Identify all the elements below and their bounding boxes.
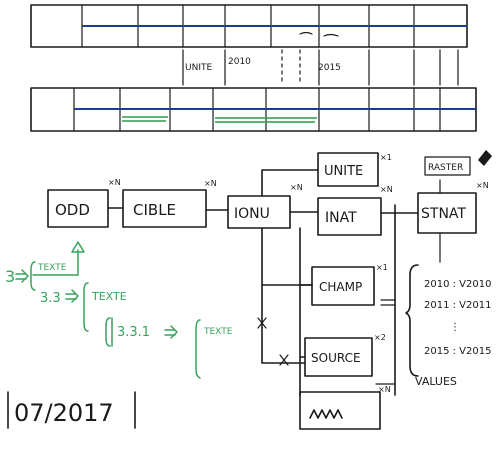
legend-hierarchy: 3 TEXTE 3.3 TEXTE 3.3.1 TEXTE <box>5 241 233 379</box>
entity-cible-mult: ×N <box>204 179 217 188</box>
entity-stnat-label: STNAT <box>421 206 466 222</box>
entity-wave-mult: ×N <box>378 385 391 394</box>
entity-odd: ODD ×N <box>47 178 121 228</box>
entity-source-mult: ×2 <box>374 333 386 342</box>
values-item-2: 2011 : V2011 <box>424 300 491 311</box>
timeline-label-2015: 2015 <box>318 63 341 73</box>
entity-inat: INAT ×N <box>317 185 393 236</box>
rasterized-note: RASTER <box>424 150 492 176</box>
connectors <box>107 169 441 396</box>
entity-ionu-label: IONU <box>234 206 270 222</box>
entity-odd-mult: ×N <box>108 178 121 187</box>
entity-inat-mult: ×N <box>380 185 393 194</box>
entity-cible: CIBLE ×N <box>122 179 217 228</box>
legend-level1-num: 3 <box>5 267 15 286</box>
values-label: VALUES <box>415 375 457 388</box>
timeline-top-strip <box>30 4 468 48</box>
legend-level2-text: TEXTE <box>91 290 127 303</box>
date-text: 07/2017 <box>14 399 114 427</box>
legend-level3-num: 3.3.1 <box>117 325 150 340</box>
entity-champ: CHAMP ×1 <box>311 263 388 306</box>
entity-ionu: IONU ×N <box>227 183 303 229</box>
entity-ionu-mult: ×N <box>290 183 303 192</box>
timeline-label-2010: 2010 <box>228 57 251 67</box>
entity-source: SOURCE ×2 <box>304 333 386 377</box>
entity-inat-label: INAT <box>325 210 357 226</box>
timeline-bottom-strip <box>30 87 477 132</box>
legend-level2-num: 3.3 <box>40 291 61 306</box>
entity-odd-label: ODD <box>55 201 90 219</box>
date-block: 07/2017 <box>7 391 136 429</box>
entity-cible-label: CIBLE <box>133 201 176 219</box>
timeline-markers: UNITE 2010 2015 <box>182 49 459 86</box>
entity-source-label: SOURCE <box>311 351 361 365</box>
values-ellipsis: ⋮ <box>450 322 460 333</box>
rasterized-note-text: RASTER <box>428 163 463 173</box>
entity-unite-mult: ×1 <box>380 153 392 162</box>
values-block: 2010 : V2010 2011 : V2011 ⋮ 2015 : V2015… <box>405 264 491 388</box>
entity-champ-label: CHAMP <box>319 280 362 294</box>
values-item-1: 2010 : V2010 <box>424 279 491 290</box>
entity-stnat-mult: ×N <box>476 181 489 190</box>
timeline-label-unite: UNITE <box>185 63 212 73</box>
values-item-3: 2015 : V2015 <box>424 346 491 357</box>
entity-unite-label: UNITE <box>324 164 363 179</box>
entity-stnat: STNAT ×N <box>417 181 489 234</box>
entity-unite: UNITE ×1 <box>317 152 392 187</box>
legend-level3-text: TEXTE <box>203 327 233 337</box>
entity-champ-mult: ×1 <box>376 263 388 272</box>
legend-level1-text: TEXTE <box>37 263 67 273</box>
entity-wave: ~~~ ×N <box>299 385 391 430</box>
